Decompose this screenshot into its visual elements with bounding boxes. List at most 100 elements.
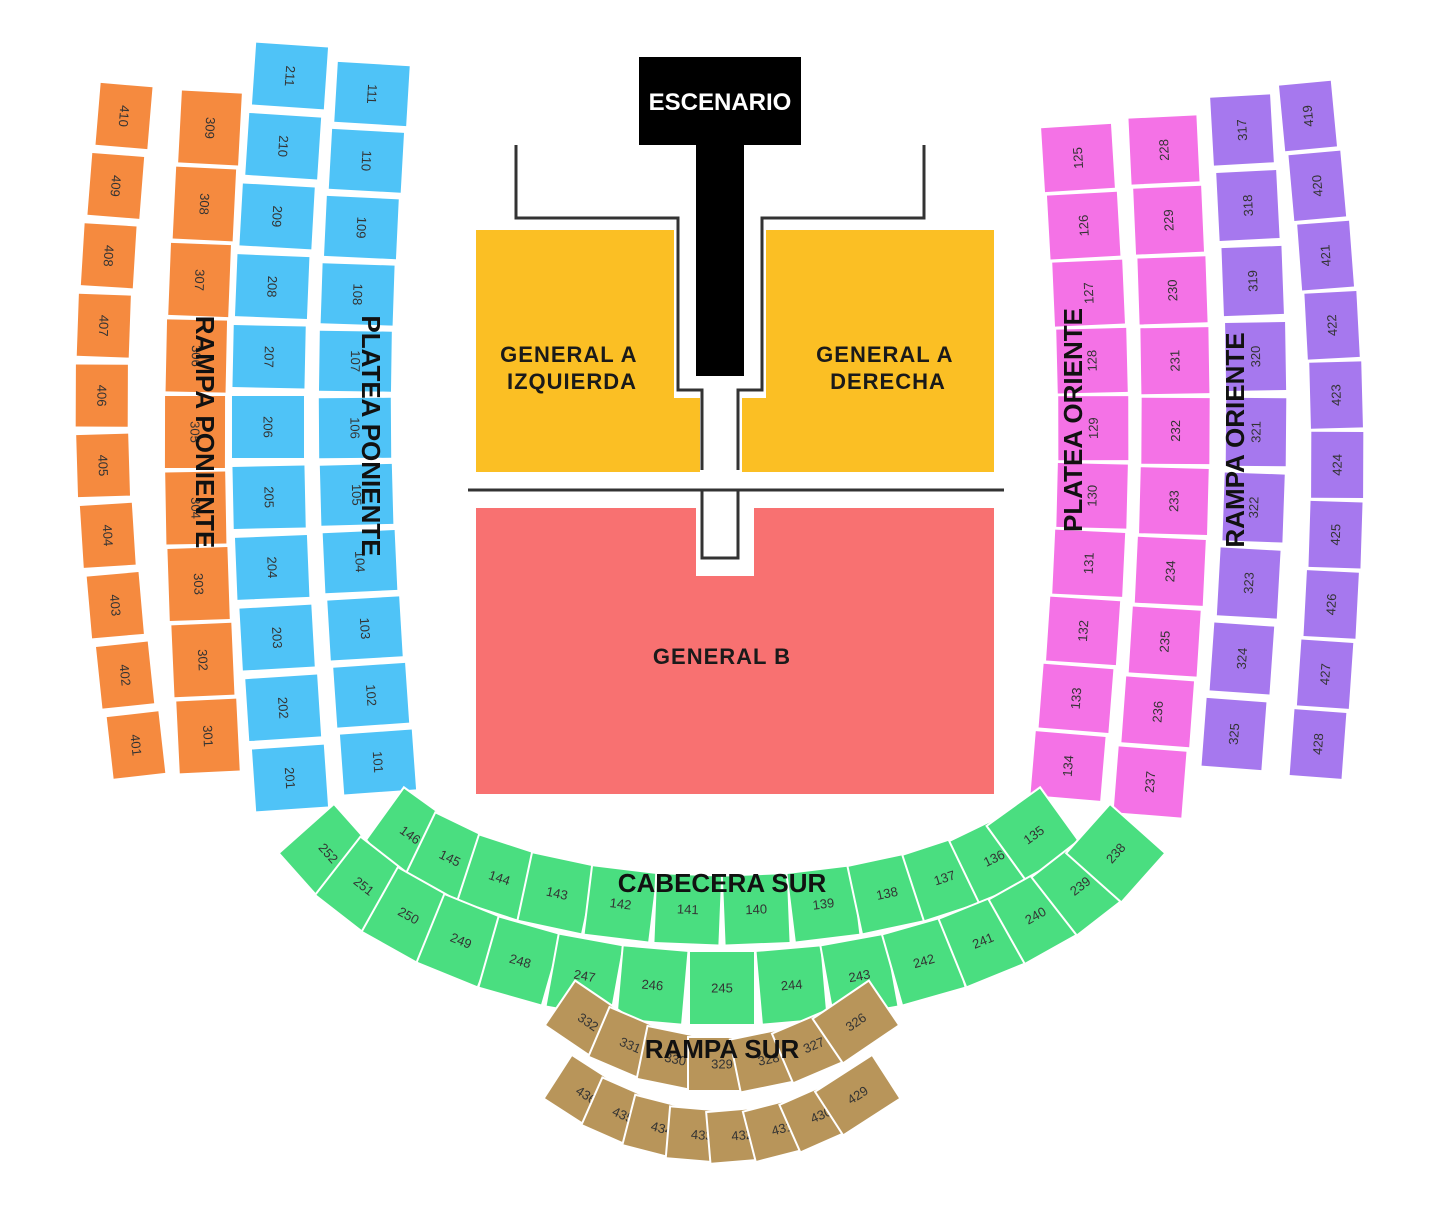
section-244[interactable]: 244 [754,944,829,1026]
section-326[interactable]: 326 [811,979,901,1065]
section-402-block[interactable] [93,639,157,711]
section-322-block[interactable] [1220,470,1287,545]
section-424[interactable]: 424 [1309,429,1366,500]
section-244-block[interactable] [754,944,829,1026]
section-207-block[interactable] [230,323,308,391]
zone-general-b[interactable]: GENERAL B [476,508,994,794]
section-401-block[interactable] [104,709,168,781]
section-406-block[interactable] [73,362,130,429]
section-111[interactable]: 111 [332,59,412,129]
section-110-block[interactable] [326,126,407,195]
section-211[interactable]: 211 [249,40,331,112]
section-407-block[interactable] [74,291,133,360]
section-238-block[interactable] [1064,802,1167,904]
section-141[interactable]: 141 [652,871,724,947]
section-103-block[interactable] [325,594,405,663]
section-130-block[interactable] [1054,460,1130,531]
section-106-block[interactable] [316,395,394,461]
section-406[interactable]: 406 [73,362,130,429]
general-a-derecha-area[interactable] [742,230,994,472]
section-209-block[interactable] [237,181,317,252]
section-110[interactable]: 110 [326,126,407,195]
section-402[interactable]: 402 [93,639,157,711]
section-308[interactable]: 308 [170,164,239,244]
section-207[interactable]: 207 [230,323,308,391]
section-251[interactable]: 251 [313,835,414,937]
section-128-block[interactable] [1054,325,1130,396]
section-107[interactable]: 107 [316,328,394,394]
section-125[interactable]: 125 [1038,121,1118,195]
section-140-block[interactable] [720,871,792,947]
zone-general-a-derecha[interactable]: GENERAL A DERECHA [742,230,994,472]
section-129-block[interactable] [1056,394,1131,463]
section-109[interactable]: 109 [321,193,401,262]
section-126-block[interactable] [1044,189,1123,262]
section-429[interactable]: 429 [813,1053,902,1137]
section-202-block[interactable] [243,672,324,744]
section-233[interactable]: 233 [1136,465,1211,538]
section-128[interactable]: 128 [1054,325,1130,396]
section-309-block[interactable] [176,88,244,168]
section-321[interactable]: 321 [1223,395,1289,469]
section-304[interactable]: 304 [163,469,229,547]
section-230[interactable]: 230 [1135,254,1210,327]
section-230-block[interactable] [1135,254,1210,327]
section-304-block[interactable] [163,469,229,547]
section-326-block[interactable] [811,979,901,1065]
section-302[interactable]: 302 [169,620,237,700]
section-104[interactable]: 104 [320,527,400,596]
section-422-block[interactable] [1302,288,1362,362]
section-205[interactable]: 205 [230,463,308,531]
section-401[interactable]: 401 [104,709,168,781]
section-205-block[interactable] [230,463,308,531]
section-409-block[interactable] [85,150,147,221]
section-428[interactable]: 428 [1287,707,1349,781]
section-130[interactable]: 130 [1054,460,1130,531]
section-134-block[interactable] [1028,729,1108,803]
section-305-block[interactable] [162,393,228,471]
section-322[interactable]: 322 [1220,470,1287,545]
section-319-block[interactable] [1219,243,1286,319]
section-423[interactable]: 423 [1307,359,1366,431]
section-427-block[interactable] [1294,637,1356,712]
section-408[interactable]: 408 [78,221,139,291]
section-236[interactable]: 236 [1119,674,1197,750]
section-208-block[interactable] [232,252,312,322]
section-301[interactable]: 301 [174,696,242,776]
section-321-block[interactable] [1223,395,1289,469]
section-228[interactable]: 228 [1126,113,1202,187]
section-409[interactable]: 409 [85,150,147,221]
section-318-block[interactable] [1214,167,1282,244]
section-133-block[interactable] [1036,661,1116,736]
section-132-block[interactable] [1043,594,1123,668]
section-245[interactable]: 245 [688,950,756,1026]
section-425-block[interactable] [1306,498,1365,571]
section-245-block[interactable] [688,950,756,1026]
section-235-block[interactable] [1126,604,1203,679]
section-231-block[interactable] [1138,325,1212,397]
section-302-block[interactable] [169,620,237,700]
section-127-block[interactable] [1050,257,1128,329]
section-131-block[interactable] [1050,527,1128,600]
section-252[interactable]: 252 [277,802,380,904]
section-403[interactable]: 403 [84,569,147,641]
section-104-block[interactable] [320,527,400,596]
section-141-block[interactable] [652,871,724,947]
section-133[interactable]: 133 [1036,661,1116,736]
section-419[interactable]: 419 [1276,78,1340,154]
section-126[interactable]: 126 [1044,189,1123,262]
section-303-block[interactable] [165,544,232,624]
section-204-block[interactable] [232,532,312,602]
section-134[interactable]: 134 [1028,729,1108,803]
section-131[interactable]: 131 [1050,527,1128,600]
section-307-block[interactable] [166,240,234,320]
section-229[interactable]: 229 [1131,183,1207,257]
section-422[interactable]: 422 [1302,288,1362,362]
section-319[interactable]: 319 [1219,243,1286,319]
section-106[interactable]: 106 [316,395,394,461]
section-210-block[interactable] [243,110,324,182]
section-201[interactable]: 201 [249,742,331,814]
section-235[interactable]: 235 [1126,604,1203,679]
section-306[interactable]: 306 [163,317,230,395]
section-208[interactable]: 208 [232,252,312,322]
